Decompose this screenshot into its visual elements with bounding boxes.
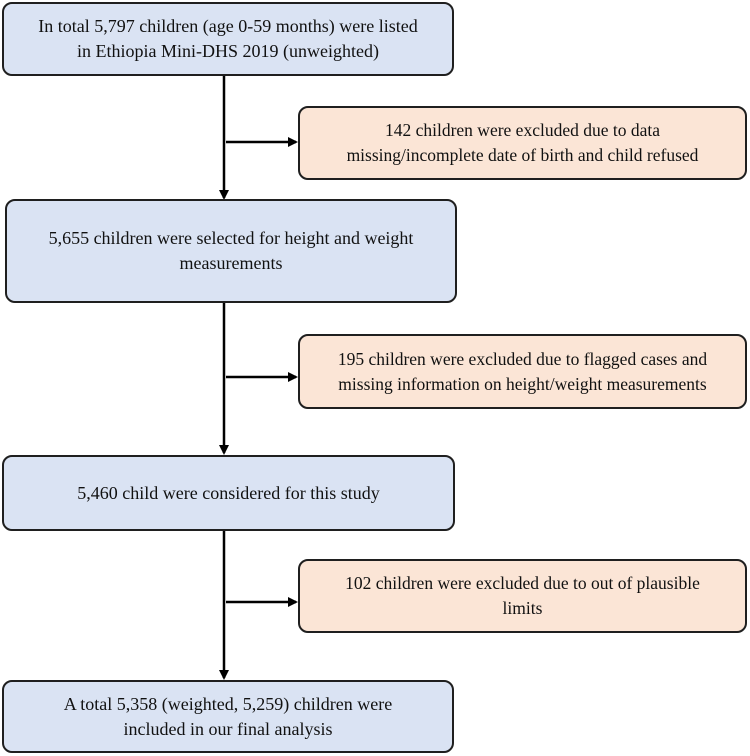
exclusion-box-implausible-line2: limits	[502, 598, 543, 618]
exclusion-box-missing-dob-line1: 142 children were excluded due to data	[384, 120, 660, 140]
exclusion-box-flagged: 195 children were excluded due to flagge…	[298, 334, 747, 409]
step-box-selected: 5,655 children were selected for height …	[5, 199, 457, 303]
step-box-selected-text: 5,655 children were selected for height …	[49, 226, 414, 276]
exclusion-box-implausible: 102 children were excluded due to out of…	[298, 559, 747, 633]
step-box-selected-line2: measurements	[179, 253, 283, 273]
exclusion-box-implausible-line1: 102 children were excluded due to out of…	[345, 573, 700, 593]
step-box-final: A total 5,358 (weighted, 5,259) children…	[2, 680, 454, 753]
step-box-listed-text: In total 5,797 children (age 0-59 months…	[38, 14, 417, 64]
exclusion-box-flagged-text: 195 children were excluded due to flagge…	[338, 347, 707, 397]
step-box-final-line2: included in our final analysis	[123, 718, 333, 739]
step-box-listed-line2: in Ethiopia Mini-DHS 2019 (unweighted)	[77, 41, 379, 61]
exclusion-box-implausible-text: 102 children were excluded due to out of…	[345, 571, 700, 621]
exclusion-box-missing-dob-text: 142 children were excluded due to data m…	[347, 118, 699, 168]
exclusion-box-missing-dob: 142 children were excluded due to data m…	[298, 106, 747, 180]
step-box-final-line1: A total 5,358 (weighted, 5,259) children…	[63, 693, 393, 714]
exclusion-box-flagged-line1: 195 children were excluded due to flagge…	[337, 348, 708, 369]
step-box-listed: In total 5,797 children (age 0-59 months…	[2, 2, 454, 76]
exclusion-box-missing-dob-line2: missing/incomplete date of birth and chi…	[346, 145, 699, 165]
exclusion-box-flagged-line2: missing information on height/weight mea…	[338, 373, 707, 394]
step-box-listed-line1: In total 5,797 children (age 0-59 months…	[38, 16, 418, 36]
step-box-considered-text: 5,460 child were considered for this stu…	[77, 481, 379, 506]
step-box-considered: 5,460 child were considered for this stu…	[2, 455, 455, 531]
step-box-selected-line1: 5,655 children were selected for height …	[48, 228, 414, 248]
step-box-final-text: A total 5,358 (weighted, 5,259) children…	[64, 692, 392, 742]
step-box-considered-line1: 5,460 child were considered for this stu…	[77, 482, 380, 503]
